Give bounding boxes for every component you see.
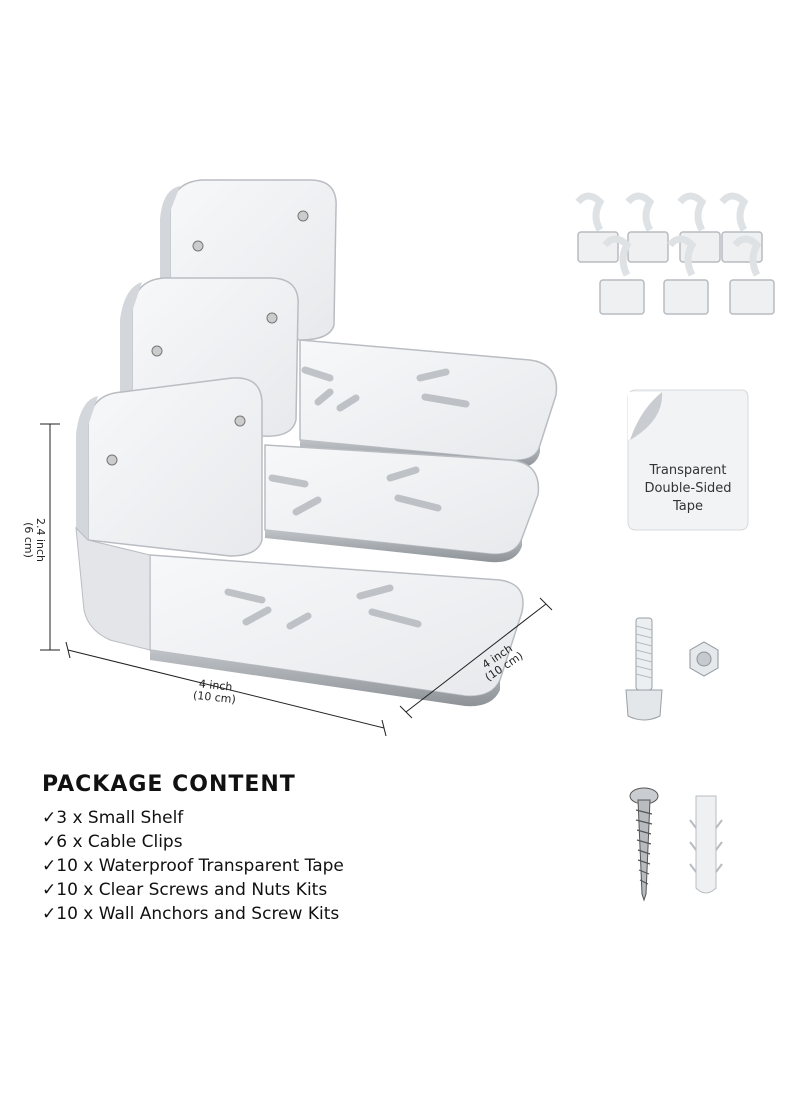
- package-content-title: PACKAGE CONTENT: [42, 772, 296, 797]
- check-icon: ✓: [42, 832, 57, 852]
- wall-screw-and-anchor: [629, 787, 723, 902]
- tape-label: Transparent Double-Sided Tape: [644, 463, 732, 514]
- list-item: ✓10 x Waterproof Transparent Tape: [42, 856, 344, 876]
- dimension-lines: [40, 423, 553, 737]
- check-icon: ✓: [42, 904, 57, 924]
- screw-and-nut: [625, 617, 719, 721]
- list-item: ✓3 x Small Shelf: [42, 808, 184, 828]
- list-item: ✓6 x Cable Clips: [42, 832, 183, 852]
- list-item: ✓10 x Wall Anchors and Screw Kits: [42, 904, 340, 924]
- check-icon: ✓: [42, 880, 57, 900]
- check-icon: ✓: [42, 808, 57, 828]
- package-content-list: ✓3 x Small Shelf ✓6 x Cable Clips ✓10 x …: [42, 806, 344, 926]
- check-icon: ✓: [42, 856, 57, 876]
- shelf-front: [75, 377, 524, 707]
- double-sided-tape: [627, 389, 749, 531]
- height-dimension-label: 2.4 inch(6 cm): [22, 517, 47, 563]
- cable-clips: [575, 192, 775, 315]
- list-item: ✓10 x Clear Screws and Nuts Kits: [42, 880, 328, 900]
- mounting-slots: [224, 366, 470, 630]
